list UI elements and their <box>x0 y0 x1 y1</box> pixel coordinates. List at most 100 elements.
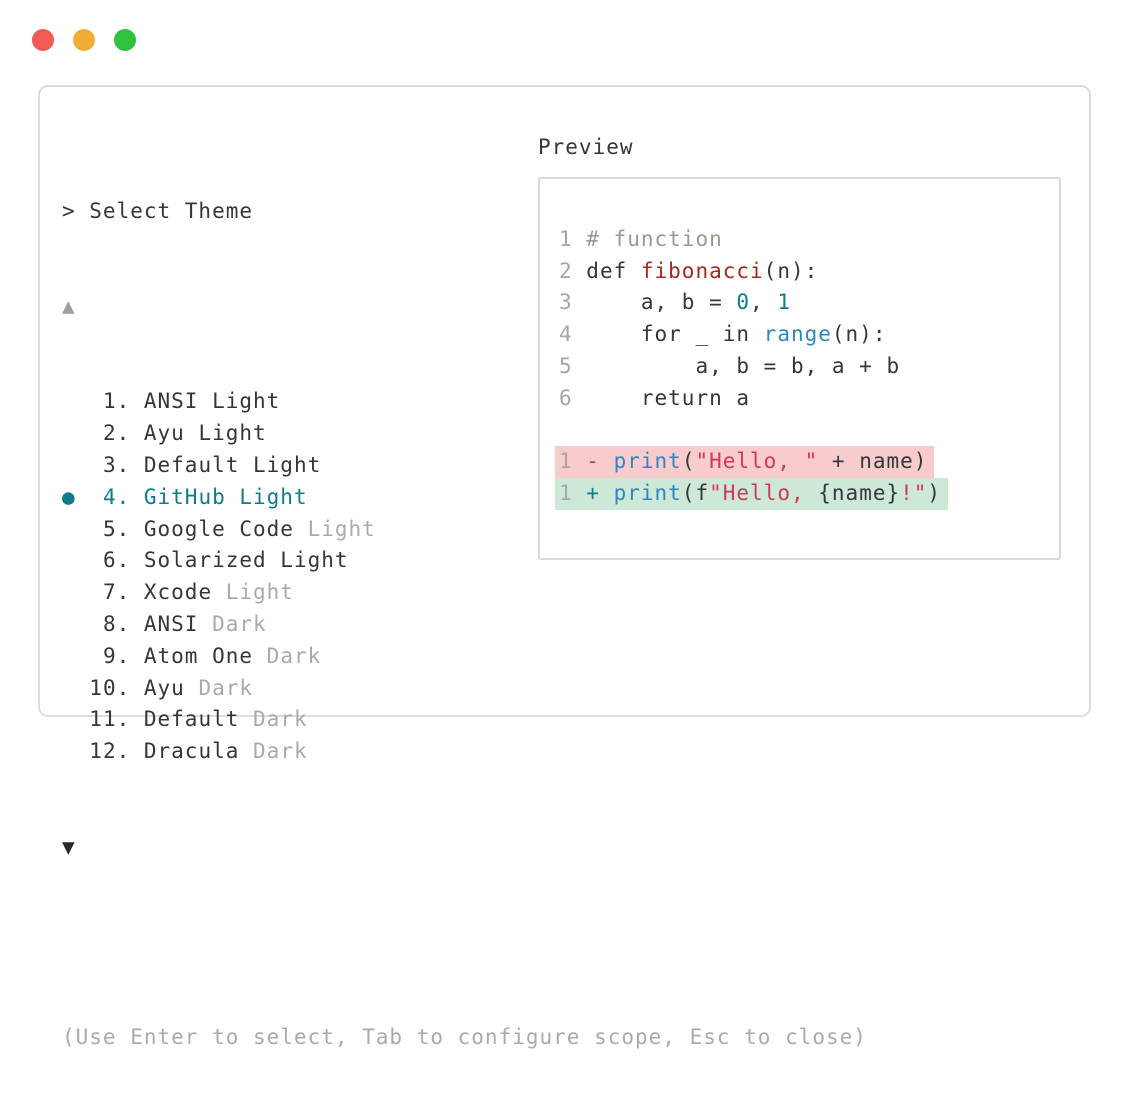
theme-selector-window: > Select Theme ▲ 1. ANSI Light 2. Ayu Li… <box>38 85 1091 1049</box>
theme-item-number: 7. <box>89 580 144 605</box>
line-number: 4 <box>559 322 587 347</box>
code-token: a, b = <box>586 290 737 315</box>
code-token: range <box>763 322 832 347</box>
theme-item-atom-one-dark[interactable]: 9. Atom One Dark <box>62 641 867 673</box>
theme-item-number: 2. <box>89 421 144 446</box>
theme-item-number: 3. <box>89 452 144 477</box>
line-number: 1 <box>559 449 587 474</box>
theme-item-label: ANSI <box>143 611 213 636</box>
bullet-placeholder <box>62 612 89 636</box>
code-token: return a <box>586 385 751 410</box>
code-token: 1 <box>777 290 791 315</box>
bullet-placeholder <box>62 676 89 700</box>
theme-item-solarized-light[interactable]: 6. Solarized Light <box>62 545 867 577</box>
line-number: 2 <box>559 258 587 283</box>
line-number: 1 <box>559 226 587 251</box>
close-button-icon[interactable] <box>32 29 54 51</box>
theme-item-ayu-light[interactable]: 2. Ayu Light <box>62 418 867 450</box>
code-token: (n): <box>763 258 819 283</box>
theme-item-label: Dark <box>253 739 308 764</box>
code-token: print <box>613 481 682 506</box>
code-token: + <box>586 481 614 506</box>
diff-highlight: 1 - print("Hello, " + name) <box>555 446 935 479</box>
theme-item-label: Ayu Light <box>143 421 267 446</box>
bullet-placeholder <box>62 644 89 668</box>
theme-item-label: Dark <box>212 611 267 636</box>
theme-item-label: ANSI Light <box>143 389 281 414</box>
theme-item-label: Default Light <box>143 452 322 477</box>
theme-item-number: 5. <box>89 516 144 541</box>
theme-item-label: Google Code <box>143 516 308 541</box>
select-theme-prompt: > Select Theme <box>62 198 254 223</box>
theme-item-number: 10. <box>89 675 144 700</box>
window-controls <box>32 29 136 51</box>
line-number: 1 <box>559 481 587 506</box>
theme-item-ayu-dark[interactable]: 10. Ayu Dark <box>62 673 867 705</box>
theme-item-label: Default <box>143 707 254 732</box>
theme-item-number: 4. <box>89 484 144 509</box>
code-line: 4 for _ in range(n): <box>559 319 1059 351</box>
line-number: 3 <box>559 290 587 315</box>
theme-item-label: Dark <box>266 643 322 668</box>
theme-item-label: Atom One <box>143 643 267 668</box>
theme-item-number: 9. <box>89 643 144 668</box>
bullet-placeholder <box>62 421 89 445</box>
bullet-placeholder <box>62 548 89 572</box>
code-line: 3 a, b = 0, 1 <box>559 287 1059 319</box>
code-token: # function <box>586 226 723 251</box>
theme-item-label: Light <box>307 516 376 541</box>
help-text: (Use Enter to select, Tab to configure s… <box>62 1025 867 1050</box>
diff-highlight: 1 + print(f"Hello, {name}!") <box>555 478 949 510</box>
bullet-placeholder <box>62 707 89 731</box>
bullet-placeholder <box>62 389 89 413</box>
code-token: print <box>613 449 682 474</box>
scroll-up-icon[interactable]: ▲ <box>62 293 76 318</box>
code-token: 0 <box>736 290 751 315</box>
bullet-placeholder <box>62 580 89 604</box>
code-line: 2 def fibonacci(n): <box>559 256 1059 288</box>
code-token: , <box>750 290 778 315</box>
selected-bullet-icon: ● <box>62 484 90 509</box>
code-token: "Hello, <box>709 481 819 506</box>
code-token: + name) <box>818 449 928 474</box>
zoom-button-icon[interactable] <box>114 29 136 51</box>
theme-item-label: Solarized Light <box>143 548 349 573</box>
scroll-down-icon[interactable]: ▼ <box>62 834 76 859</box>
theme-item-google-code-light[interactable]: 5. Google Code Light <box>62 514 867 546</box>
theme-item-label: GitHub Light <box>143 484 308 509</box>
theme-item-ansi-light[interactable]: 1. ANSI Light <box>62 386 867 418</box>
diff-added-line: 1 + print(f"Hello, {name}!") <box>555 478 1059 510</box>
theme-item-ansi-dark[interactable]: 8. ANSI Dark <box>62 609 867 641</box>
code-token: ( <box>681 449 696 474</box>
theme-item-label: Dracula <box>143 739 254 764</box>
code-line: 1 # function <box>559 224 1059 256</box>
code-token: def <box>586 258 641 283</box>
theme-item-github-light[interactable]: ● 4. GitHub Light <box>62 482 867 514</box>
theme-item-default-dark[interactable]: 11. Default Dark <box>62 704 867 736</box>
theme-item-dracula-dark[interactable]: 12. Dracula Dark <box>62 736 867 768</box>
minimize-button-icon[interactable] <box>73 29 95 51</box>
code-line: 6 return a <box>559 383 1059 415</box>
line-number: 6 <box>559 385 587 410</box>
theme-item-label: Dark <box>198 675 254 700</box>
code-token: !" <box>900 481 928 506</box>
code-token: (f <box>681 481 710 506</box>
theme-item-number: 12. <box>89 739 144 764</box>
code-token: ) <box>927 481 942 506</box>
preview-title: Preview <box>538 135 634 159</box>
theme-item-number: 6. <box>89 548 144 573</box>
spacer-row <box>62 927 867 959</box>
code-token: for _ in <box>586 322 764 347</box>
theme-item-xcode-light[interactable]: 7. Xcode Light <box>62 577 867 609</box>
theme-item-default-light[interactable]: 3. Default Light <box>62 450 867 482</box>
theme-item-number: 11. <box>89 707 144 732</box>
code-token: {name} <box>818 481 901 506</box>
code-line <box>559 415 1059 447</box>
bullet-placeholder <box>62 739 89 763</box>
bullet-placeholder <box>62 517 89 541</box>
theme-item-number: 8. <box>89 611 144 636</box>
theme-item-label: Ayu <box>143 675 199 700</box>
bullet-placeholder <box>62 453 89 477</box>
